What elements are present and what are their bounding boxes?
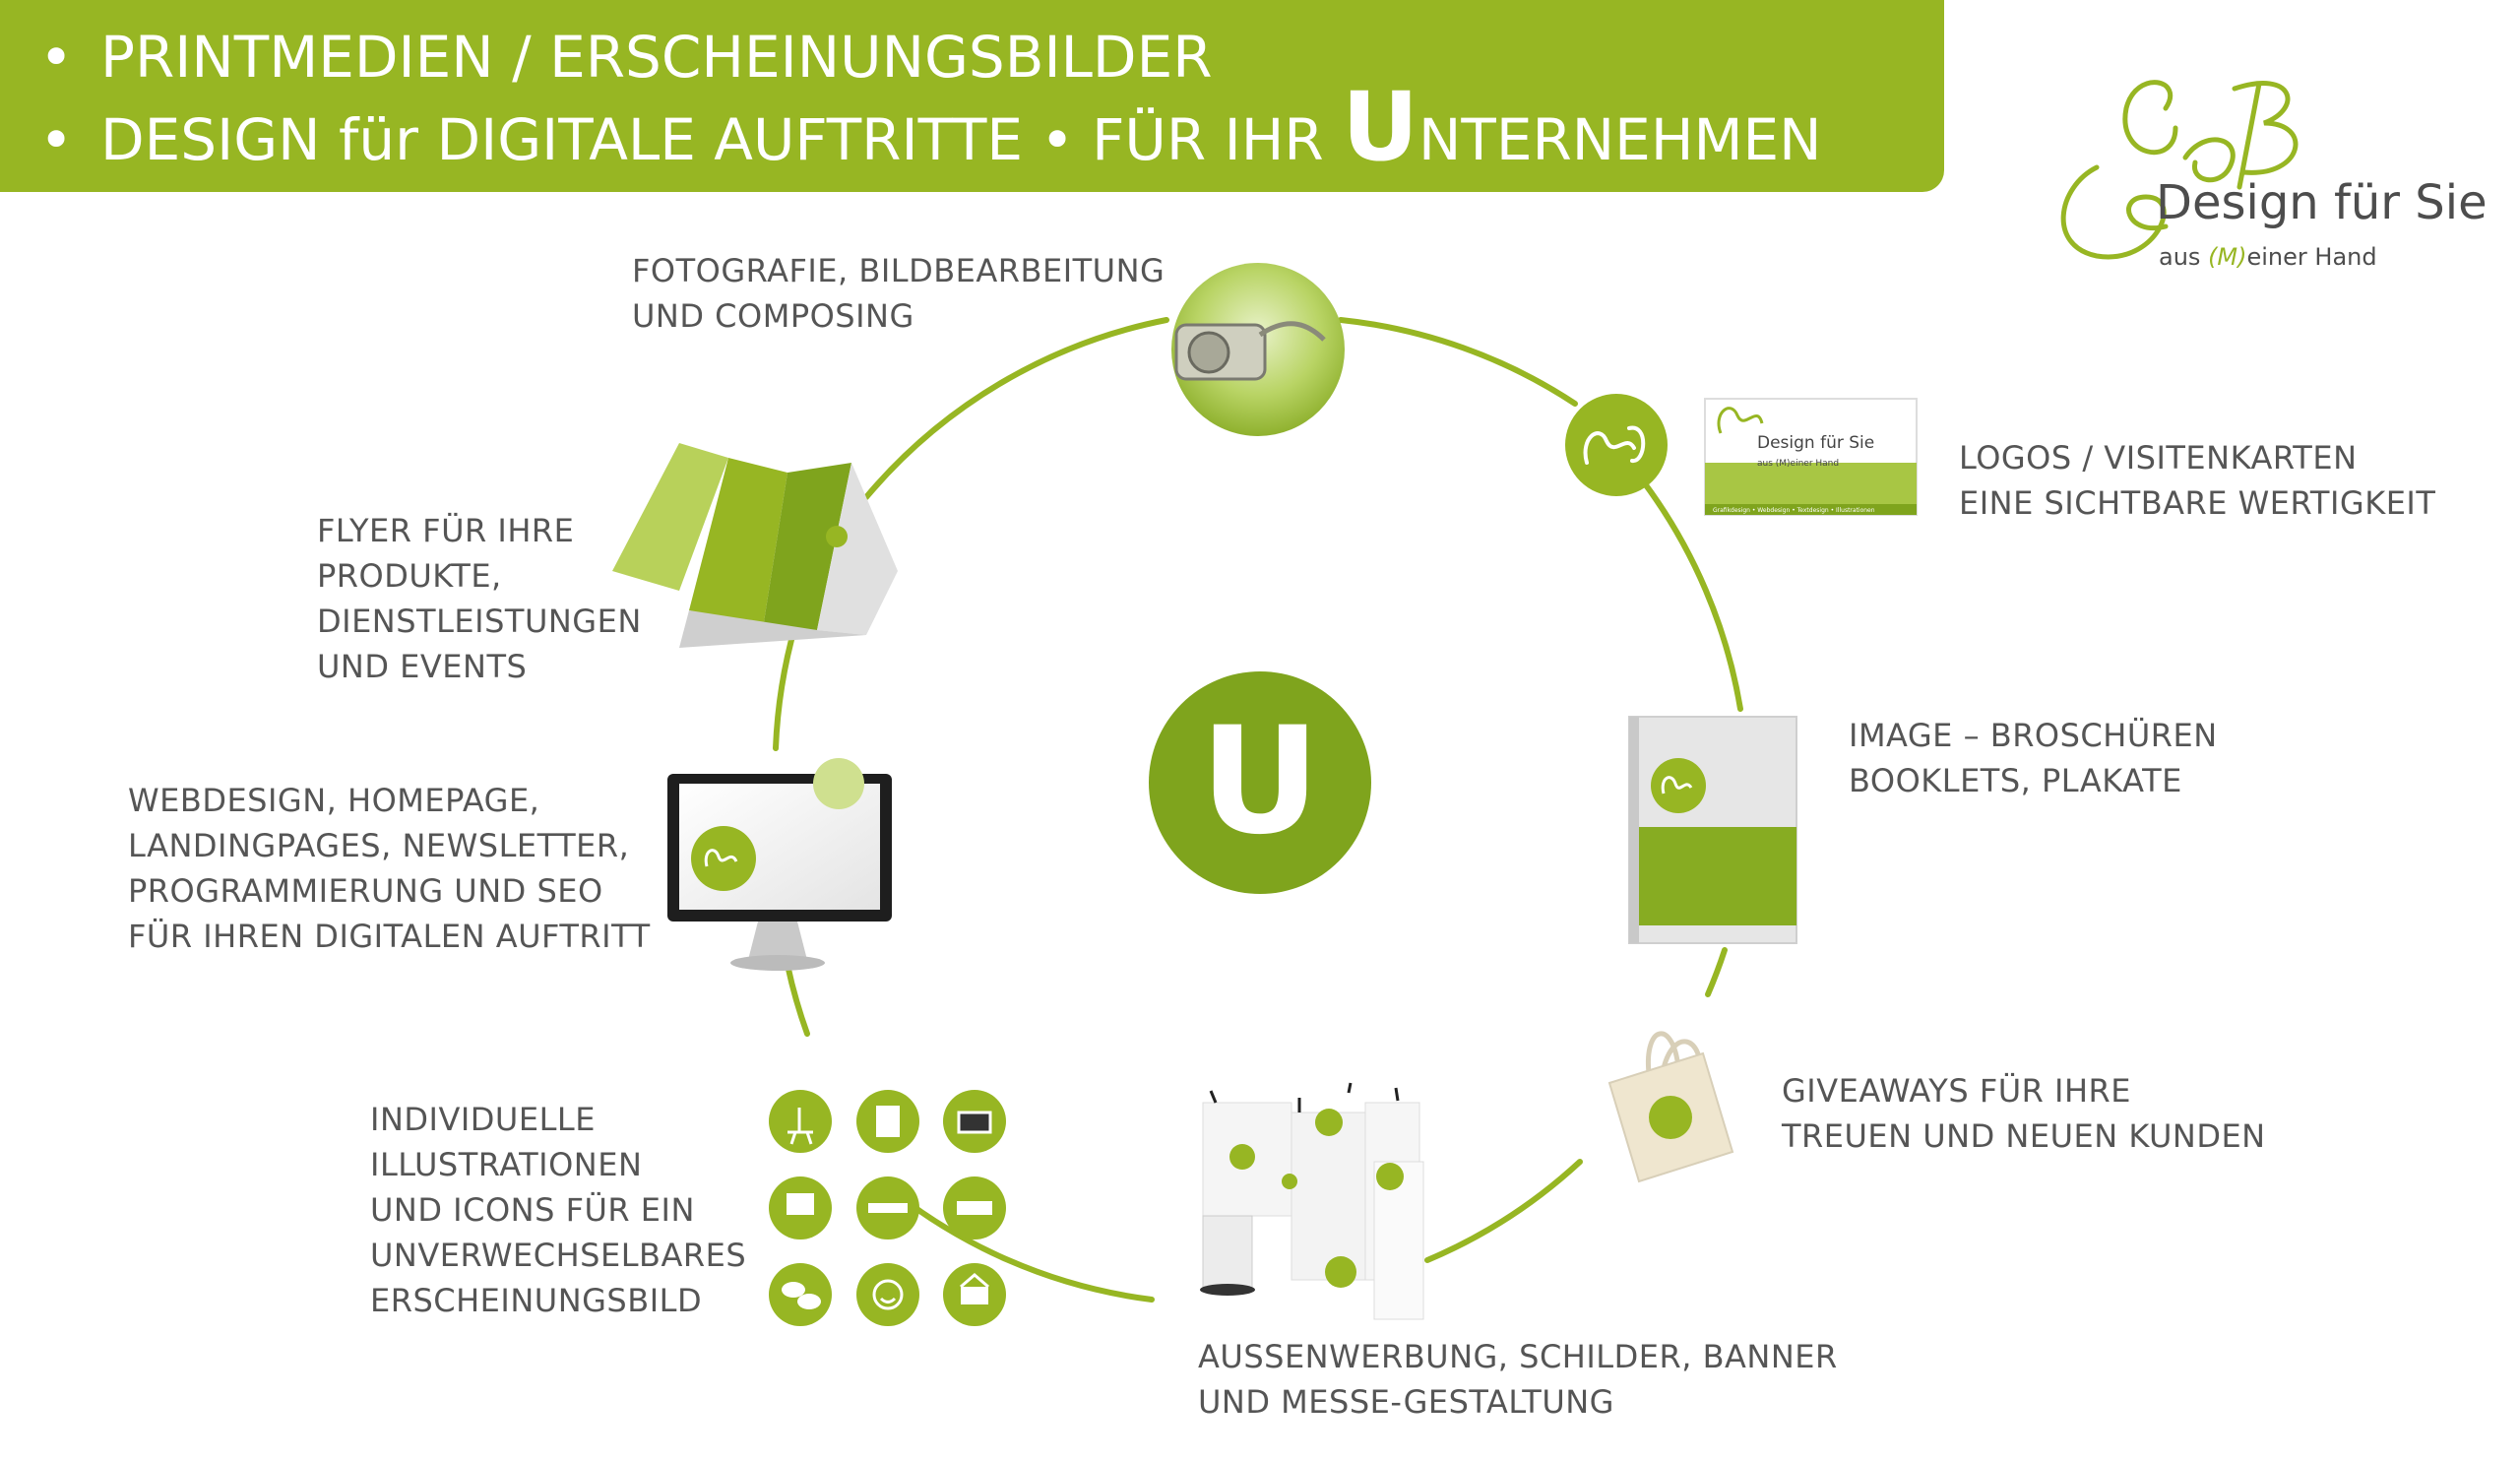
camera-photo-icon — [1171, 263, 1345, 436]
header-line-2-part2: FÜR IHR — [1092, 106, 1343, 173]
label-aussen: AUSSENWERBUNG, SCHILDER, BANNER UND MESS… — [1198, 1334, 1838, 1425]
cycle-ring — [773, 317, 1743, 1303]
bullet: • — [1040, 106, 1075, 173]
label-web: WEBDESIGN, HOMEPAGE, LANDINGPAGES, NEWSL… — [128, 778, 651, 959]
logo-sub-suffix: einer Hand — [2246, 243, 2377, 271]
label-line: LANDINGPAGES, NEWSLETTER, — [128, 827, 630, 864]
label-line: AUSSENWERBUNG, SCHILDER, BANNER — [1198, 1338, 1838, 1375]
label-line: LOGOS / VISITENKARTEN — [1959, 439, 2358, 477]
header-line-2-part1: DESIGN für DIGITALE AUFTRITTE — [100, 106, 1024, 173]
center-circle — [1149, 671, 1371, 894]
label-flyer: FLYER FÜR IHRE PRODUKTE, DIENSTLEISTUNGE… — [317, 508, 642, 689]
label-illustrationen: INDIVIDUELLE ILLUSTRATIONEN UND ICONS FÜ… — [370, 1097, 746, 1323]
ring-arc-right-lower — [1705, 947, 1728, 997]
label-foto: FOTOGRAFIE, BILDBEARBEITUNG UND COMPOSIN… — [632, 248, 1165, 339]
flyer-image — [612, 443, 898, 648]
sob-badge-icon — [1565, 394, 1668, 496]
monitor-webdesign-image — [667, 758, 892, 971]
label-line: EINE SICHTBARE WERTIGKEIT — [1959, 484, 2436, 522]
logo-sub-mark: (M) — [2208, 243, 2247, 271]
label-line: DIENSTLEISTUNGEN — [317, 603, 642, 640]
bullet: • — [39, 106, 74, 173]
header-line-1-text: PRINTMEDIEN / ERSCHEINUNGSBILDER — [100, 24, 1213, 91]
ring-arc-bottom-left — [878, 1178, 1155, 1303]
ring-arc-left-mid — [773, 622, 798, 751]
header-banner: •PRINTMEDIEN / ERSCHEINUNGSBILDER •DESIG… — [0, 0, 1944, 192]
label-line: UND ICONS FÜR EIN — [370, 1191, 695, 1229]
header-line-2: •DESIGN für DIGITALE AUFTRITTE•FÜR IHR U… — [39, 80, 1822, 174]
label-line: UND EVENTS — [317, 648, 528, 685]
bullet: • — [39, 24, 74, 91]
label-line: UNVERWECHSELBARES — [370, 1237, 747, 1274]
label-giveaways: GIVEAWAYS FÜR IHRE TREUEN UND NEUEN KUND… — [1782, 1068, 2266, 1159]
label-image: IMAGE – BROSCHÜREN BOOKLETS, PLAKATE — [1849, 713, 2218, 803]
card-subtitle: aus (M)einer Hand — [1757, 459, 1839, 469]
label-line: ERSCHEINUNGSBILD — [370, 1282, 703, 1319]
label-line: GIVEAWAYS FÜR IHRE — [1782, 1072, 2131, 1110]
tote-bag-image — [1607, 1031, 1734, 1183]
sob-logo-signature-icon — [2060, 80, 2299, 260]
label-line: UND COMPOSING — [632, 297, 914, 335]
card-footer: Grafikdesign • Webdesign • Textdesign • … — [1713, 507, 1875, 514]
label-line: PROGRAMMIERUNG UND SEO — [128, 872, 603, 910]
label-line: PRODUKTE, — [317, 557, 502, 595]
label-line: IMAGE – BROSCHÜREN — [1849, 717, 2218, 754]
label-line: FOTOGRAFIE, BILDBEARBEITUNG — [632, 252, 1166, 289]
ring-arc-left-lower — [785, 962, 810, 1037]
label-line: ILLUSTRATIONEN — [370, 1146, 643, 1183]
label-line: BOOKLETS, PLAKATE — [1849, 762, 2182, 799]
label-line: UND MESSE-GESTALTUNG — [1198, 1383, 1614, 1421]
label-line: FÜR IHREN DIGITALEN AUFTRITT — [128, 918, 651, 955]
logo-title: Design für Sie — [2156, 175, 2488, 230]
label-line: WEBDESIGN, HOMEPAGE, — [128, 782, 540, 819]
ring-arc-right-upper — [1641, 479, 1743, 712]
center-letter: U — [1200, 696, 1320, 867]
card-title: Design für Sie — [1757, 433, 1874, 453]
brochure-image — [1628, 716, 1797, 944]
label-line: TREUEN UND NEUEN KUNDEN — [1782, 1117, 2266, 1155]
icon-grid-glyphs — [782, 1106, 992, 1310]
ring-arc-top-right — [1338, 317, 1578, 407]
smiley-icon — [856, 1263, 919, 1326]
label-line: INDIVIDUELLE — [370, 1101, 596, 1138]
ring-arc-left-upper — [863, 317, 1169, 500]
label-logos: LOGOS / VISITENKARTEN EINE SICHTBARE WER… — [1959, 435, 2435, 526]
exhibition-stand-image — [1200, 1082, 1424, 1320]
label-line: FLYER FÜR IHRE — [317, 512, 575, 549]
header-big-letter: U — [1342, 72, 1419, 182]
header-line-2-part3: NTERNEHMEN — [1418, 106, 1822, 173]
business-card-image: Design für Sie aus (M)einer Hand Grafikd… — [1704, 398, 1918, 516]
logo-subtitle: aus (M)einer Hand — [2159, 243, 2377, 271]
logo-sub-prefix: aus — [2159, 243, 2209, 271]
ring-arc-bottom-right — [1424, 1159, 1583, 1263]
header-line-1: • PRINTMEDIEN / ERSCHEINUNGSBILDER — [39, 24, 1213, 91]
